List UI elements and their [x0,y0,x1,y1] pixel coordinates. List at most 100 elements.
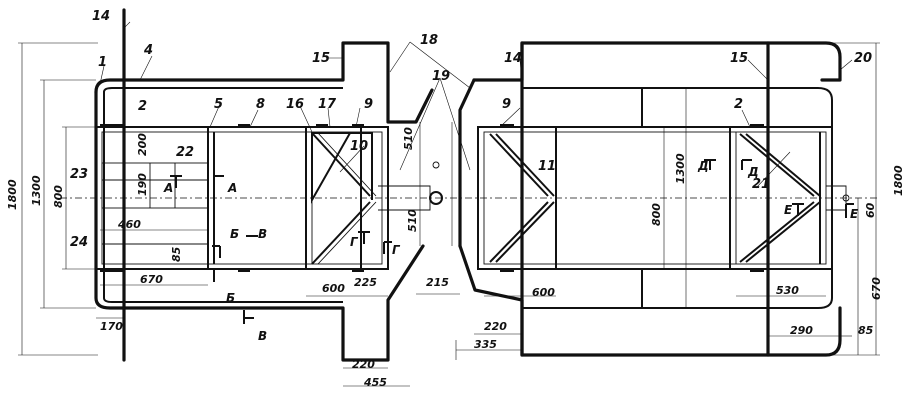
dim-460: 460 [117,218,141,231]
dim-215: 215 [426,276,449,289]
dim-1300-right: 1300 [674,153,687,184]
callout-2-left: 2 [138,99,147,114]
right-frame-top-outline [472,41,842,82]
section-D-2: Д [747,165,759,179]
dim-60: 60 [864,202,877,218]
callout-15-right: 15 [730,51,748,66]
leaders [99,21,853,189]
dim-600-left: 600 [322,282,345,295]
section-D-1: Д [697,159,709,173]
rear-hitch [826,185,847,211]
right-diagonal-21 [739,133,821,263]
section-letters: А А Б Б В В Г Г Д Д Е Е [163,159,859,343]
dim-510-lines [419,122,453,246]
left-tabs [100,124,364,272]
left-inner-top-rail [103,87,343,93]
callout-4: 4 [143,43,153,58]
dim-1800-left-line [18,42,98,356]
dim-1300-left: 1300 [30,175,43,206]
dim-600-right: 600 [532,286,555,299]
section-G-1: Г [350,235,359,249]
callout-numbers: 14 1 4 2 5 8 16 17 9 15 18 19 10 22 23 2… [70,9,872,250]
right-nose [458,78,476,248]
right-tabs [500,88,764,308]
section-B-2: Б [226,291,235,305]
left-frame [60,8,880,362]
callout-14-right: 14 [504,51,522,66]
dim-225: 225 [354,276,377,289]
dim-220-right: 220 [484,320,507,333]
dim-510-b: 510 [406,209,419,232]
callout-16: 16 [286,97,304,112]
callout-18: 18 [420,33,438,48]
callout-5: 5 [214,97,223,112]
left-frame-top-outline [94,41,434,124]
section-E-1: Е [784,203,793,217]
dim-1300-left-line [40,79,96,309]
dim-1800-right-line [832,42,880,356]
leader-lines [99,21,853,189]
dimension-lines [18,42,880,387]
dim-290: 290 [790,324,813,337]
right-diagonal-11 [489,133,555,263]
dim-800-left: 800 [52,185,65,208]
dim-200: 200 [136,133,149,156]
dim-85-right: 85 [858,324,874,337]
left-inner-bottom-rail [103,92,343,303]
left-seat-box [101,162,209,209]
left-brace-top-a [311,132,352,204]
dim-85-left: 85 [170,246,183,262]
left-brace-top-b [350,132,373,200]
dim-800-left-line [62,126,96,270]
section-V-2: В [258,329,267,343]
section-V-1: В [258,227,267,241]
section-markers [170,159,854,324]
callout-23: 23 [70,167,88,182]
section-A-1: А [163,181,173,195]
dim-800-right: 800 [650,203,663,226]
callout-1: 1 [98,55,107,70]
dim-510-a: 510 [402,127,415,150]
right-main-frame-inner [483,131,827,265]
dim-220-left: 220 [352,358,375,371]
dim-190: 190 [136,173,149,196]
dim-530: 530 [776,284,799,297]
dim-670-left: 670 [140,273,163,286]
right-frame-bottom-outline [458,244,842,357]
left-diagonal-10 [311,132,371,197]
dim-335-line [455,340,522,360]
callout-15-left: 15 [312,51,330,66]
callout-24: 24 [70,235,88,250]
dim-170: 170 [100,320,123,333]
callout-9-left: 9 [364,97,373,112]
dim-1800-left: 1800 [6,179,19,210]
left-frame-bottom-outline [94,90,425,362]
callout-20: 20 [854,51,872,66]
callout-21: 21 [752,177,770,192]
callout-19: 19 [432,69,450,84]
dim-1800-right: 1800 [892,165,905,196]
section-E-2: Е [850,207,859,221]
section-G-2: Г [392,243,401,257]
right-main-frame [477,126,833,270]
dim-670-right: 670 [870,277,883,300]
right-frame [458,41,850,357]
left-diagonal-10b [311,201,371,265]
callout-14-left: 14 [92,9,110,24]
callout-17: 17 [318,97,337,112]
dim-455: 455 [363,376,387,389]
callout-8: 8 [256,97,265,112]
callout-11: 11 [538,159,556,174]
callout-10: 10 [350,139,368,154]
callout-22: 22 [176,145,194,160]
callout-2-right: 2 [734,97,743,112]
section-B-1: Б [230,227,239,241]
section-A-2: А [227,181,237,195]
rear-hitch-pin [842,194,850,202]
dimension-values: 1800 1300 800 200 190 460 85 670 170 600… [6,127,905,389]
hitch-pin [432,161,440,169]
dim-335: 335 [474,338,497,351]
section-cuts [170,159,854,324]
callout-9-right: 9 [502,97,511,112]
